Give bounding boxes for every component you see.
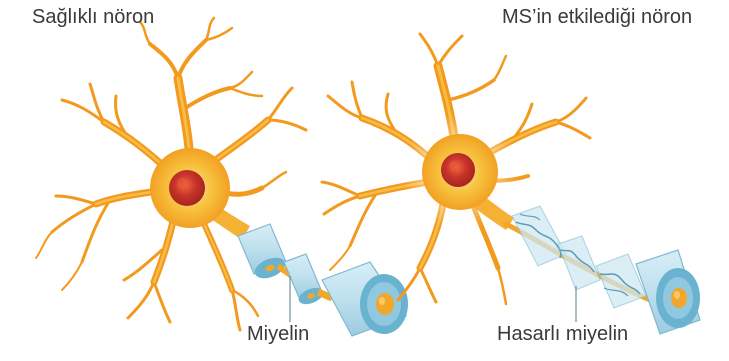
- healthy-neuron: [36, 18, 408, 336]
- damaged-myelin-label: Hasarlı miyelin: [497, 323, 628, 346]
- myelin-segment-1: [238, 224, 288, 282]
- ms-neuron-title: MS’in etkilediği nöron: [502, 6, 692, 29]
- myelin-label: Miyelin: [247, 323, 309, 346]
- ms-nucleus: [441, 153, 475, 187]
- healthy-axon: [238, 224, 408, 336]
- healthy-neuron-title: Sağlıklı nöron: [32, 6, 154, 29]
- damaged-myelin-segment-3: [596, 254, 646, 308]
- myelin-segment-3: [322, 262, 408, 336]
- damaged-myelin-segment-1: [512, 206, 566, 266]
- damaged-myelin-end: [636, 250, 700, 334]
- ms-axon: [506, 206, 700, 334]
- damaged-myelin-segment-2: [558, 236, 600, 290]
